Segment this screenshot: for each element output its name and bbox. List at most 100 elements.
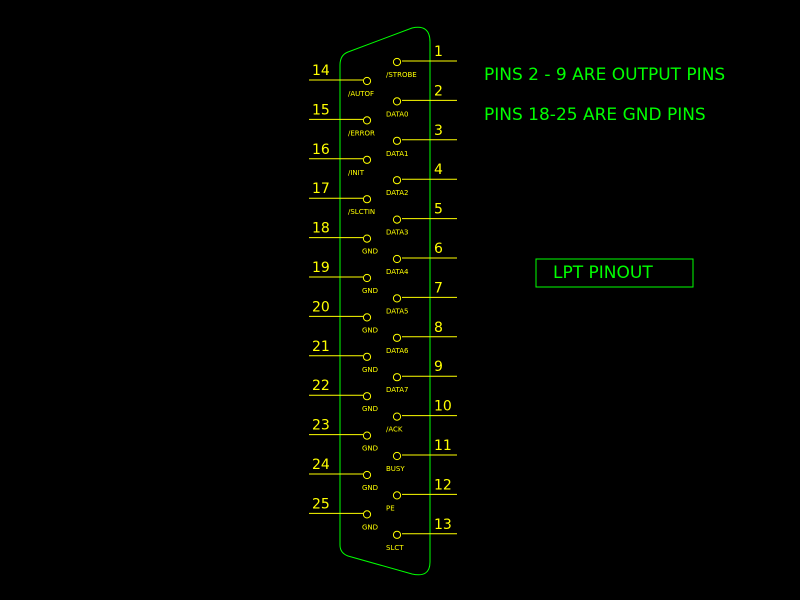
pin-signal-label: DATA2 <box>386 189 409 197</box>
pin-number: 9 <box>434 359 443 375</box>
pin-number: 7 <box>434 280 443 296</box>
diagram-title: LPT PINOUT <box>553 263 653 283</box>
pin-signal-label: DATA7 <box>386 386 409 394</box>
pin-signal-label: GND <box>362 445 378 453</box>
pin-contact <box>362 116 372 125</box>
pin-number: 19 <box>312 260 330 276</box>
pin-signal-label: DATA6 <box>386 347 409 355</box>
pin-signal-label: DATA4 <box>386 268 409 276</box>
pin-contact <box>392 451 402 461</box>
pin-signal-label: GND <box>362 405 378 413</box>
pin-signal-label: GND <box>362 523 378 531</box>
pin-contact <box>392 373 402 382</box>
pin-signal-label: GND <box>362 366 378 374</box>
pin-contact <box>392 176 402 185</box>
pin-number: 24 <box>312 457 330 473</box>
pin-number: 15 <box>312 102 330 118</box>
pin-signal-label: /ACK <box>386 426 403 434</box>
pin-number: 17 <box>312 181 330 197</box>
pin-number: 22 <box>312 378 330 394</box>
pin-contact <box>362 392 372 401</box>
pin-signal-label: GND <box>362 287 378 295</box>
pin-number: 3 <box>434 123 443 139</box>
pin-contact <box>392 294 402 303</box>
pin-1: 1/STROBE <box>386 44 457 79</box>
pin-contact <box>362 273 372 283</box>
pin-signal-label: /ERROR <box>348 129 375 137</box>
pin-number: 13 <box>434 517 452 533</box>
pin-contact <box>362 76 372 86</box>
pin-number: 6 <box>434 241 443 257</box>
output-pins-note: PINS 2 - 9 ARE OUTPUT PINS <box>484 65 725 85</box>
pin-signal-label: GND <box>362 484 378 492</box>
pin-number: 4 <box>434 162 443 178</box>
pin-contact <box>362 510 372 519</box>
gnd-pins-note: PINS 18-25 ARE GND PINS <box>484 105 706 125</box>
pin-signal-label: GND <box>362 326 378 334</box>
pin-signal-label: /STROBE <box>386 71 417 79</box>
pin-number: 20 <box>312 299 330 315</box>
left-pin-row: 14/AUTOF15/ERROR16/INIT17/SLCTIN18GND19G… <box>309 63 378 531</box>
pin-signal-label: DATA5 <box>386 307 409 315</box>
db25-connector-shell <box>339 26 431 576</box>
pin-contact <box>362 431 372 440</box>
pin-14: 14/AUTOF <box>309 63 374 98</box>
pin-contact <box>362 470 372 480</box>
pin-number: 25 <box>312 496 330 512</box>
pin-contact <box>362 313 372 322</box>
pin-16: 16/INIT <box>309 142 372 177</box>
pin-signal-label: BUSY <box>386 465 405 473</box>
pin-contact <box>392 333 402 342</box>
pin-signal-label: SLCT <box>386 544 404 552</box>
pin-contact <box>362 352 372 361</box>
pin-signal-label: /INIT <box>348 169 365 177</box>
pin-15: 15/ERROR <box>309 102 375 137</box>
pin-number: 2 <box>434 83 443 99</box>
pin-contact <box>362 195 372 204</box>
pin-signal-label: GND <box>362 248 378 256</box>
pin-10: 10/ACK <box>386 399 457 434</box>
pin-contact <box>392 530 402 539</box>
pin-contact <box>392 412 402 421</box>
right-pin-row: 1/STROBE2DATA03DATA14DATA25DATA36DATA47D… <box>386 44 457 552</box>
title-box <box>535 258 694 288</box>
pin-signal-label: /SLCTIN <box>348 208 375 216</box>
pin-signal-label: DATA0 <box>386 110 409 118</box>
pin-number: 18 <box>312 221 330 237</box>
pin-signal-label: DATA3 <box>386 229 409 237</box>
pin-number: 1 <box>434 44 443 60</box>
pin-number: 14 <box>312 63 330 79</box>
pin-17: 17/SLCTIN <box>309 181 375 216</box>
pin-number: 21 <box>312 339 330 355</box>
pin-contact <box>392 491 402 500</box>
pin-signal-label: DATA1 <box>386 150 409 158</box>
pin-number: 12 <box>434 477 452 493</box>
pin-contact <box>392 97 402 106</box>
pin-contact <box>362 234 372 243</box>
pin-number: 5 <box>434 202 443 218</box>
pin-signal-label: PE <box>386 504 395 512</box>
pin-number: 10 <box>434 399 452 415</box>
pin-contact <box>392 215 402 224</box>
pin-contact <box>392 136 402 145</box>
pin-number: 8 <box>434 320 443 336</box>
